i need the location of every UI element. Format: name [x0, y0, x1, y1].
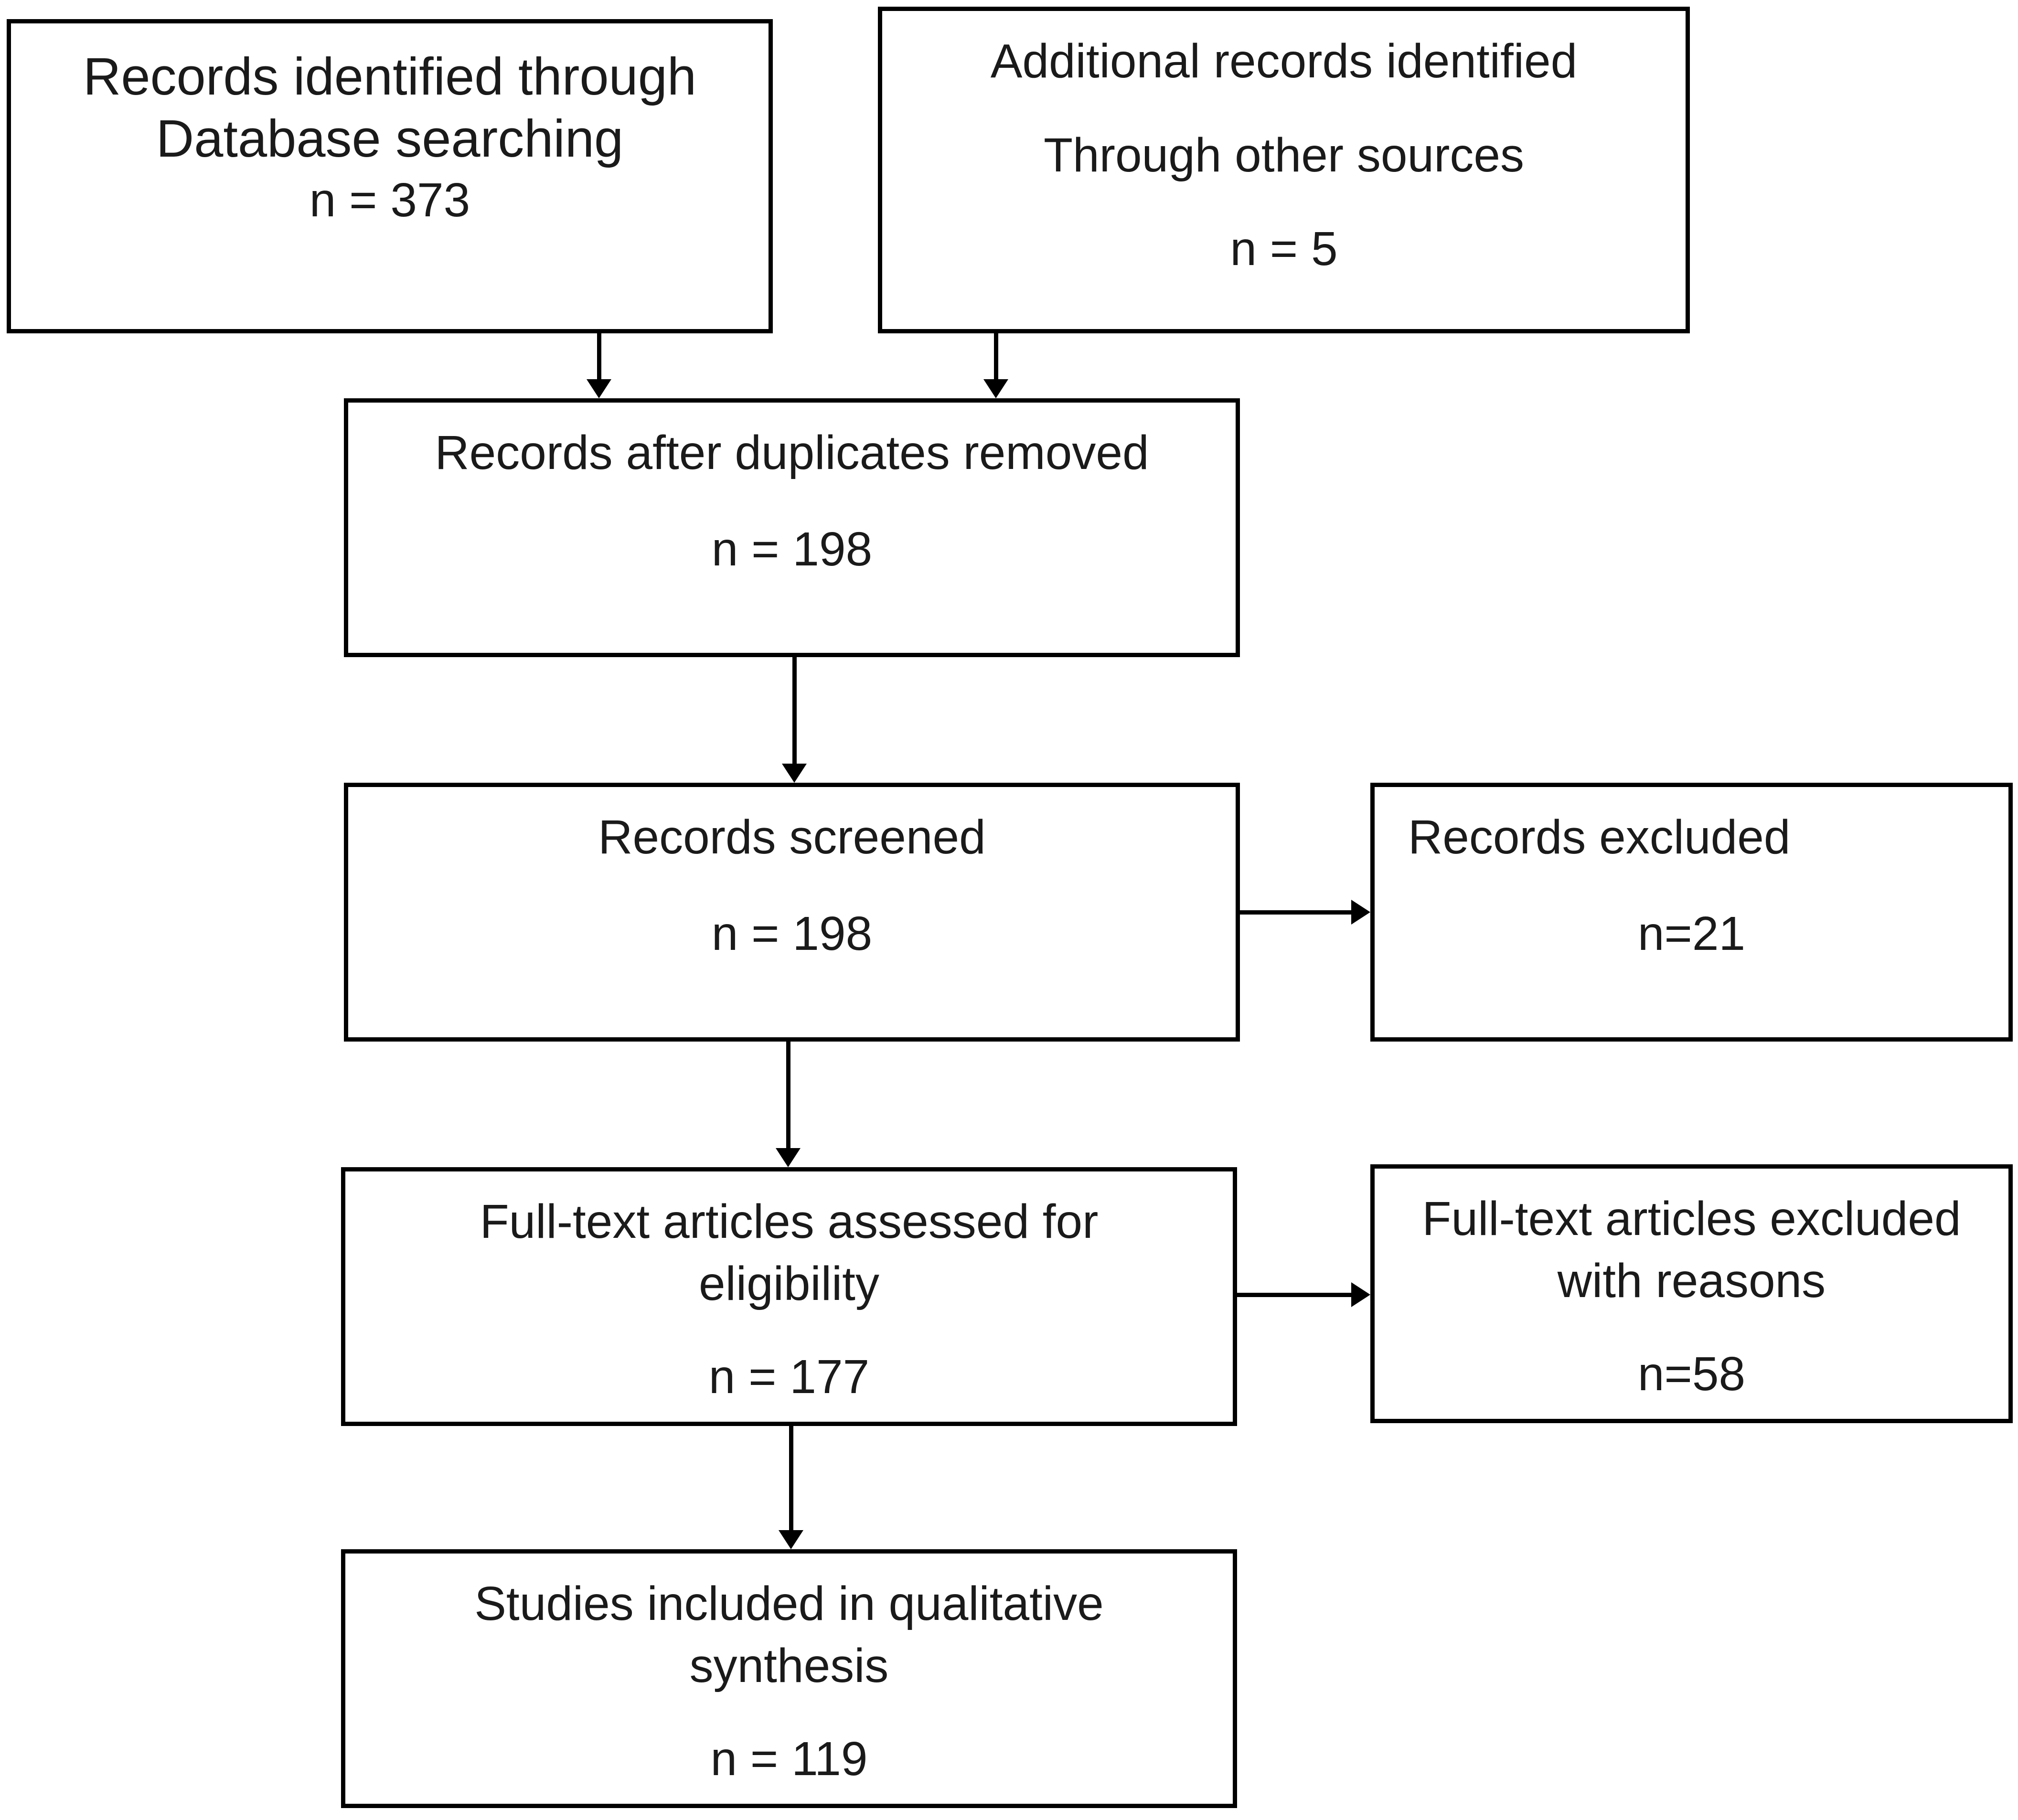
- box-other-sources-line-2: Through other sources: [1043, 128, 1525, 182]
- box-records-screened: Records screened n = 198: [344, 783, 1240, 1042]
- box-full-text-excluded-count: n=58: [1637, 1347, 1746, 1401]
- box-full-text-assessed-line-1: Full-text articles assessed for: [480, 1195, 1099, 1248]
- box-full-text-assessed: Full-text articles assessed for eligibil…: [341, 1167, 1237, 1426]
- box-studies-included: Studies included in qualitative synthesi…: [341, 1549, 1237, 1808]
- box-records-screened-count: n = 198: [711, 907, 873, 960]
- box-full-text-excluded-line-1: Full-text articles excluded: [1422, 1192, 1961, 1245]
- box-other-sources-line-1: Additional records identified: [990, 34, 1578, 88]
- box-full-text-assessed-line-2: eligibility: [699, 1257, 879, 1310]
- box-database-search-count: n = 373: [309, 173, 470, 227]
- box-database-search-line-2: Database searching: [156, 109, 624, 168]
- box-other-sources: Additional records identified Through ot…: [878, 7, 1690, 333]
- box-studies-included-count: n = 119: [710, 1732, 868, 1786]
- box-after-duplicates-line-1: Records after duplicates removed: [435, 426, 1149, 479]
- box-full-text-excluded-line-2: with reasons: [1557, 1254, 1826, 1308]
- box-studies-included-line-2: synthesis: [689, 1639, 889, 1692]
- box-studies-included-line-1: Studies included in qualitative: [474, 1577, 1104, 1630]
- box-after-duplicates: Records after duplicates removed n = 198: [344, 398, 1240, 657]
- box-database-search: Records identified through Database sear…: [7, 19, 773, 333]
- box-records-excluded-line-1: Records excluded: [1408, 810, 1791, 864]
- box-full-text-assessed-count: n = 177: [708, 1350, 870, 1404]
- box-database-search-line-1: Records identified through: [83, 47, 697, 106]
- box-records-excluded: Records excluded n=21: [1370, 783, 2013, 1042]
- box-after-duplicates-count: n = 198: [711, 522, 873, 576]
- box-other-sources-count: n = 5: [1230, 222, 1338, 276]
- box-records-excluded-count: n=21: [1637, 907, 1746, 960]
- box-records-screened-line-1: Records screened: [598, 810, 986, 864]
- box-full-text-excluded: Full-text articles excluded with reasons…: [1370, 1164, 2013, 1423]
